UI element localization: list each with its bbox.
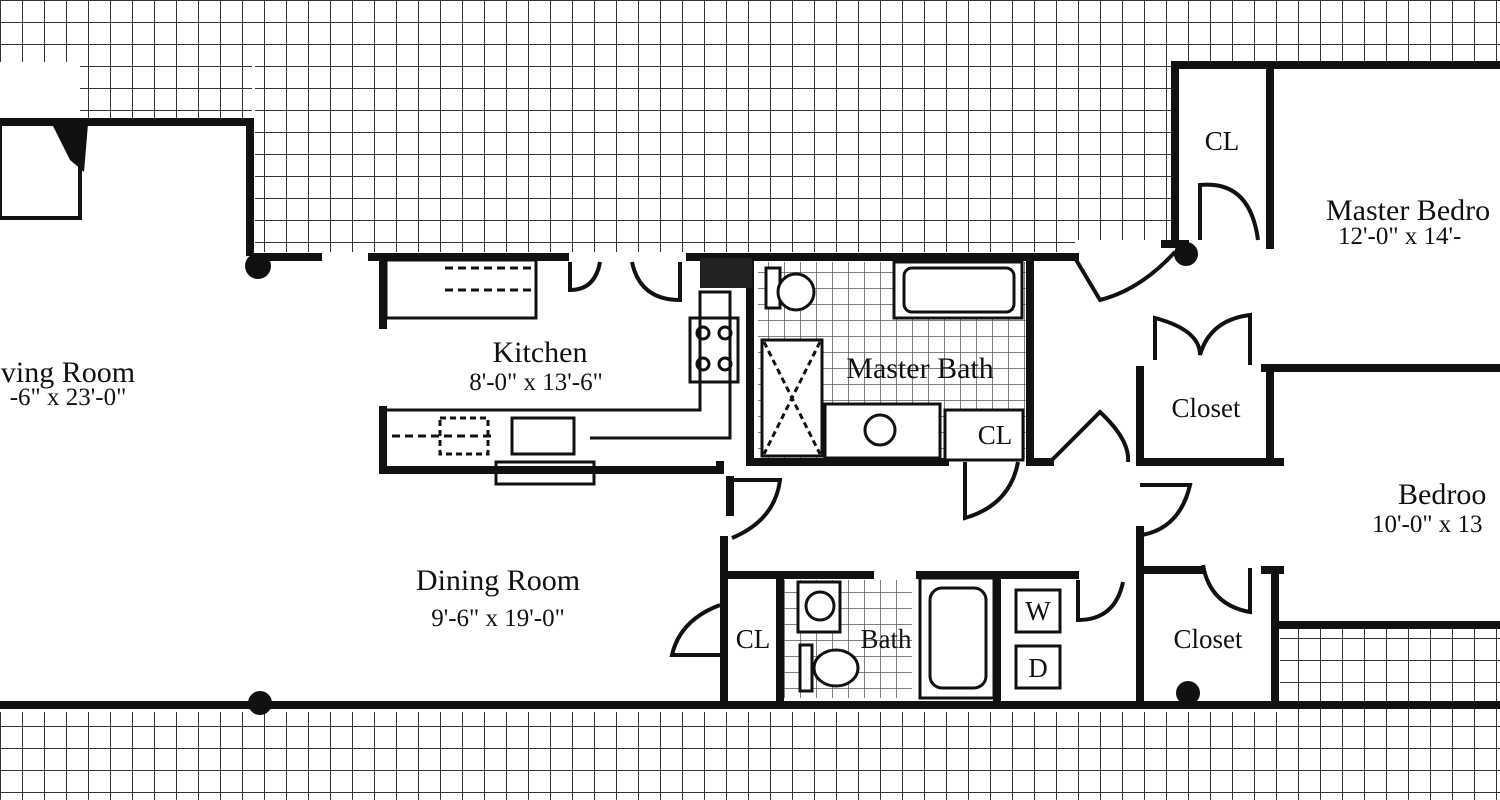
column-marker — [248, 691, 272, 715]
bedroom-dims: 10'-0" x 13 — [1372, 511, 1483, 538]
bath-fixtures — [796, 576, 996, 700]
kitchen-fixtures — [384, 258, 740, 486]
dining-room-dims: 9'-6" x 19'-0" — [431, 605, 565, 632]
master-bath-fixtures — [760, 260, 1025, 462]
closet-bath-label: CL — [978, 420, 1013, 450]
bath-label: Bath — [861, 624, 912, 654]
dining-room-label: Dining Room — [416, 564, 580, 597]
duct-block — [700, 258, 752, 288]
kitchen-label: Kitchen — [493, 336, 588, 369]
fireplace — [0, 122, 88, 220]
balcony-bottom — [0, 628, 1500, 800]
living-room-dims: -6" x 23'-0" — [10, 384, 127, 411]
bedroom-label: Bedroo — [1398, 478, 1486, 511]
closet-master-label: CL — [1205, 126, 1240, 156]
balcony-top — [0, 0, 1500, 252]
kitchen-dims: 8'-0" x 13'-6" — [469, 369, 603, 396]
column-marker — [245, 253, 271, 279]
master-bath-label: Master Bath — [846, 352, 993, 385]
master-bedroom-dims: 12'-0" x 14'- — [1338, 223, 1461, 250]
living-room-label: ving Room — [1, 356, 135, 389]
washer-label: W — [1025, 596, 1051, 626]
closet-dining-label: CL — [736, 624, 771, 654]
column-marker — [1174, 242, 1198, 266]
door-swings — [568, 182, 1260, 657]
dryer-label: D — [1028, 653, 1048, 683]
washer-dryer — [1014, 588, 1062, 690]
column-marker — [1176, 681, 1200, 705]
master-bedroom-label: Master Bedro — [1326, 194, 1490, 227]
closet-upper-label: Closet — [1171, 393, 1241, 423]
closet-lower-label: Closet — [1173, 624, 1243, 654]
